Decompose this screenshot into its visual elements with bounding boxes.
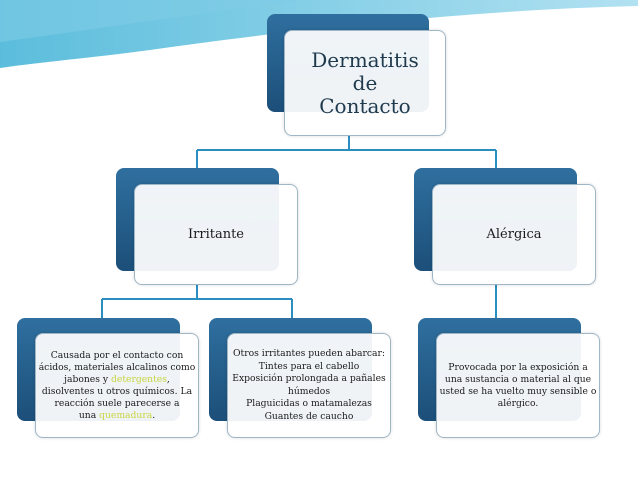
causa-line-3: jabones y detergentes,: [39, 374, 196, 386]
causa-line-1: Causada por el contacto con: [50, 349, 184, 361]
causa-line-6-pre: una: [78, 409, 100, 421]
irritante-node: Irritante: [134, 184, 298, 285]
causa-line-5: reacción suele parecerse a: [54, 397, 180, 409]
causa-node: Causada por el contacto con ácidos, mate…: [35, 333, 199, 438]
otros-item-panales: Exposición prolongada a pañales: [232, 373, 386, 384]
alergica-desc-node: Provocada por la exposición a una sustan…: [436, 333, 600, 438]
alergica-node: Alérgica: [432, 184, 596, 285]
quemadura-link[interactable]: quemadura: [99, 409, 153, 421]
causa-line-2: ácidos, materiales alcalinos como: [38, 361, 196, 373]
otros-item-guantes: Guantes de caucho: [264, 410, 354, 422]
alergica-desc-line-3: usted se ha vuelto muy sensible o: [439, 385, 597, 397]
causa-line-3-pre: jabones y: [64, 373, 111, 385]
alergica-desc-line-4: alérgico.: [497, 397, 539, 409]
root-node: Dermatitis de Contacto: [284, 30, 446, 136]
otros-item-tintes: Tintes para el cabello: [258, 360, 360, 372]
alergica-desc-line-2: una sustancia o material al que: [444, 373, 592, 385]
causa-line-3-post: ,: [166, 373, 170, 385]
causa-line-6: una quemadura.: [39, 410, 196, 422]
root-line-2: de: [352, 70, 378, 95]
root-line-1: Dermatitis: [311, 47, 419, 72]
otros-intro: Otros irritantes pueden abarcar:: [232, 348, 385, 359]
causa-line-4: disolventes u otros químicos. La: [41, 385, 193, 397]
irritante-label: Irritante: [188, 227, 244, 242]
header-swoosh: [0, 0, 638, 68]
alergica-desc-line-1: Provocada por la exposición a: [448, 361, 588, 373]
otros-item-plaguicidas: Plaguicidas o matamalezas: [246, 398, 372, 409]
otros-node: Otros irritantes pueden abarcar: Tintes …: [227, 333, 391, 438]
otros-item-panales-cont: húmedos: [287, 385, 331, 397]
alergica-label: Alérgica: [486, 227, 542, 242]
detergentes-link[interactable]: detergentes: [111, 373, 167, 385]
causa-line-6-post: .: [152, 409, 156, 421]
root-line-3: Contacto: [319, 93, 411, 118]
